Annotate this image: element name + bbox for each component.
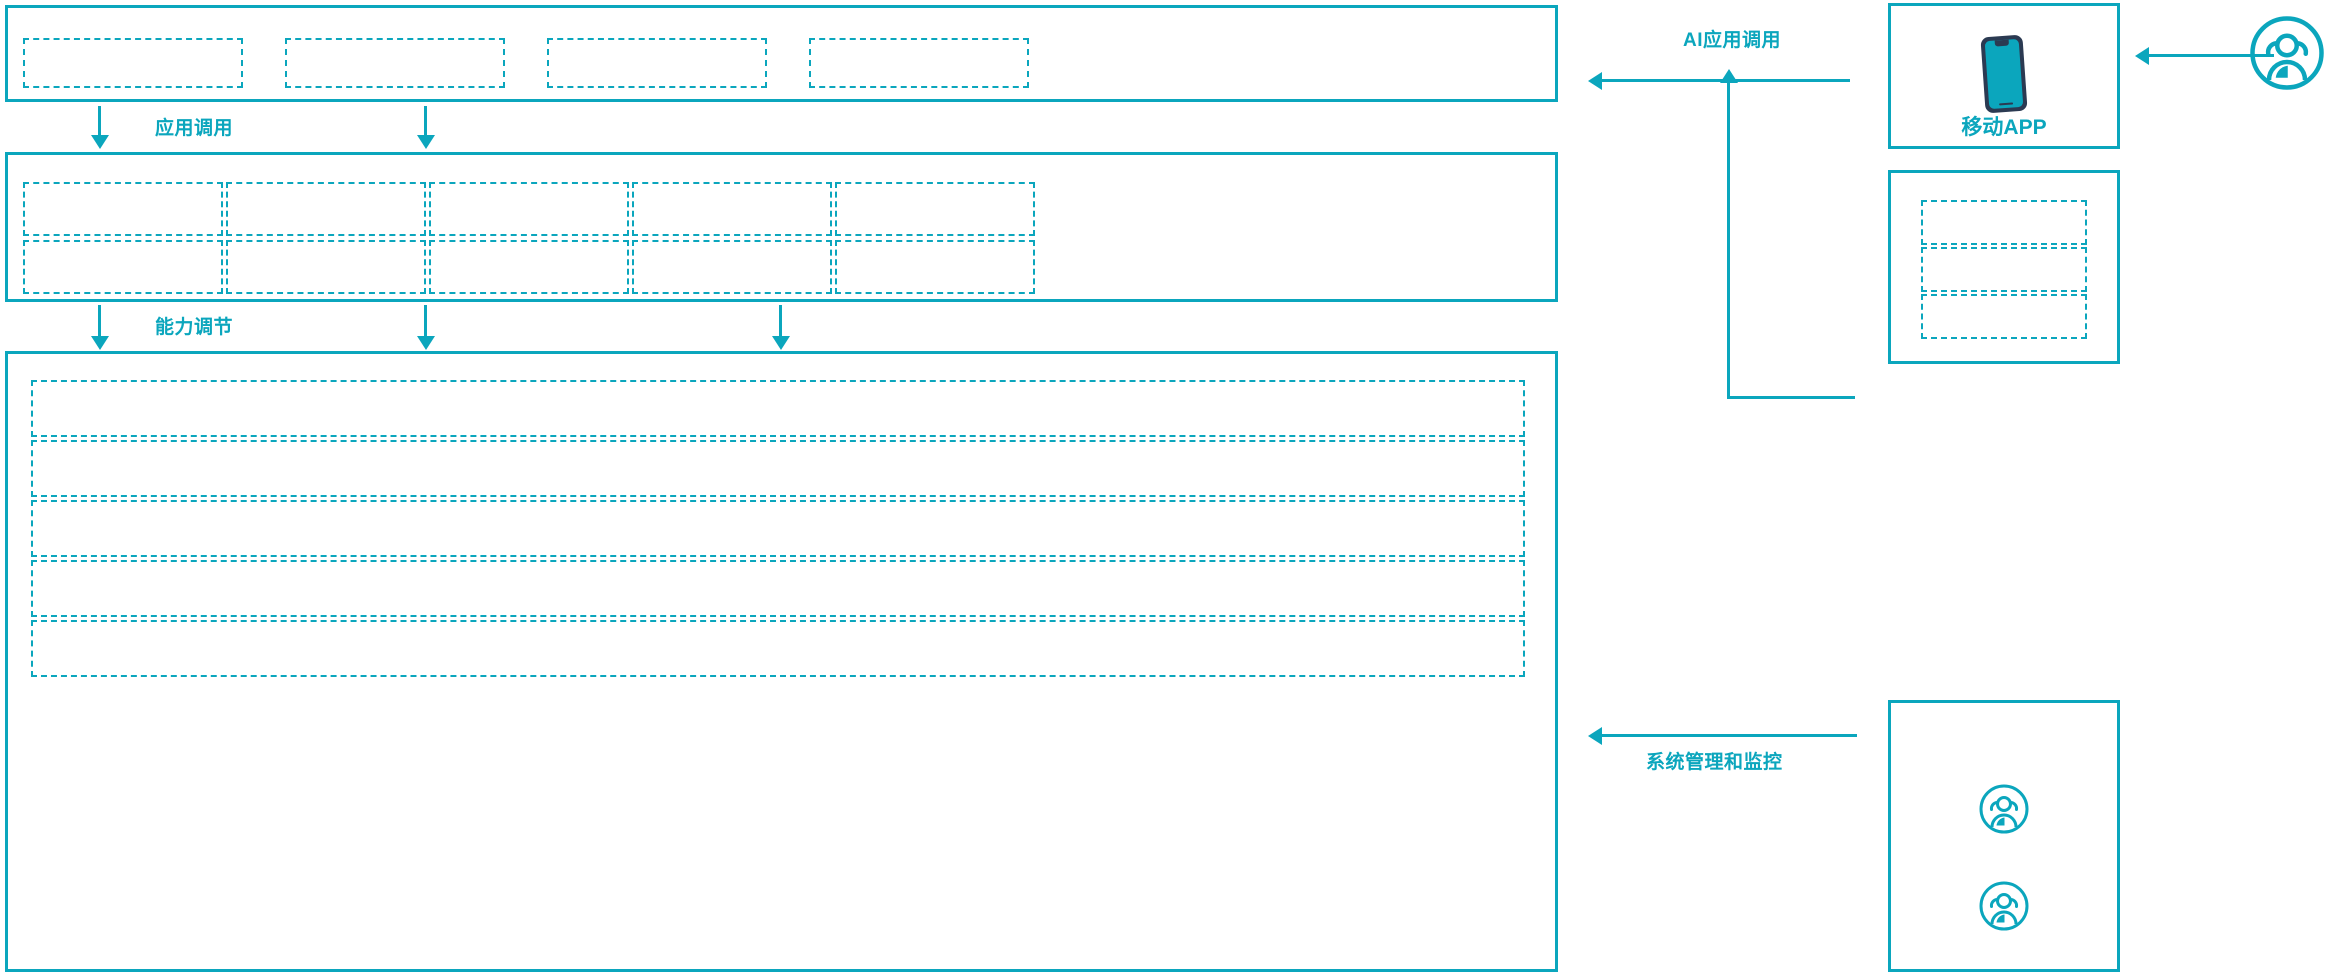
- application-box-4[interactable]: [809, 38, 1029, 88]
- user-group-icon-operator-2[interactable]: [1978, 880, 2030, 932]
- capability-box-r1c3[interactable]: [429, 182, 629, 236]
- infrastructure-row-1[interactable]: [31, 380, 1525, 437]
- smartphone-icon: [1974, 32, 2034, 116]
- channel-box-2[interactable]: [1921, 247, 2087, 292]
- capability-box-r1c2[interactable]: [226, 182, 426, 236]
- infrastructure-layer-panel: [5, 351, 1558, 972]
- capability-adjust-label: 能力调节: [155, 317, 234, 338]
- operators-panel: [1888, 700, 2120, 972]
- mobile-app-label: 移动APP: [1961, 116, 2047, 139]
- infrastructure-row-3[interactable]: [31, 500, 1525, 557]
- channel-box-3[interactable]: [1921, 294, 2087, 339]
- app-invoke-label: 应用调用: [155, 118, 234, 139]
- capability-box-r2c4[interactable]: [632, 240, 832, 294]
- capability-adjust-arrow-3: [779, 305, 782, 337]
- ai-app-invoke-riser: [1727, 82, 1730, 397]
- infrastructure-row-5[interactable]: [31, 620, 1525, 677]
- infrastructure-row-4[interactable]: [31, 560, 1525, 617]
- application-box-2[interactable]: [285, 38, 505, 88]
- channel-panel: [1888, 170, 2120, 364]
- application-box-3[interactable]: [547, 38, 767, 88]
- app-invoke-arrow-1: [98, 106, 101, 136]
- infrastructure-row-2[interactable]: [31, 440, 1525, 497]
- system-admin-monitor-label: 系统管理和监控: [1646, 752, 1783, 773]
- capability-adjust-arrow-2: [424, 305, 427, 337]
- capability-box-r2c3[interactable]: [429, 240, 629, 294]
- capability-box-r1c1[interactable]: [23, 182, 223, 236]
- channel-box-1[interactable]: [1921, 200, 2087, 245]
- capability-layer-panel: [5, 152, 1558, 302]
- capability-box-r2c1[interactable]: [23, 240, 223, 294]
- application-layer-panel: [5, 5, 1558, 102]
- end-user-to-mobile-arrow: [2148, 54, 2274, 57]
- capability-box-r2c5[interactable]: [835, 240, 1035, 294]
- system-admin-monitor-arrow: [1601, 734, 1857, 737]
- capability-box-r2c2[interactable]: [226, 240, 426, 294]
- application-box-1[interactable]: [23, 38, 243, 88]
- ai-app-invoke-elbow: [1727, 396, 1855, 399]
- app-invoke-arrow-2: [424, 106, 427, 136]
- user-group-icon-operator-1[interactable]: [1978, 783, 2030, 835]
- ai-app-invoke-label: AI应用调用: [1683, 30, 1782, 51]
- capability-box-r1c4[interactable]: [632, 182, 832, 236]
- capability-adjust-arrow-1: [98, 305, 101, 337]
- user-group-icon-end-user[interactable]: [2248, 14, 2326, 92]
- capability-box-r1c5[interactable]: [835, 182, 1035, 236]
